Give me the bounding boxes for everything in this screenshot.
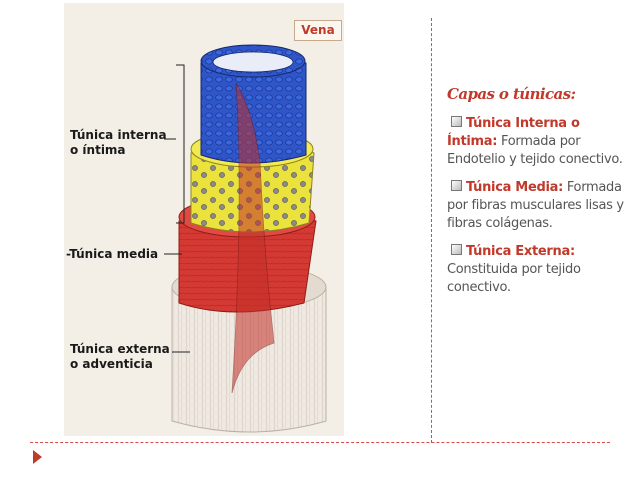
vertical-divider (431, 18, 432, 443)
tunica-intima-layer (200, 44, 307, 164)
item-desc: Formada por fibras musculares lisas y fi… (447, 180, 624, 231)
vessel-illustration: Vena (64, 3, 344, 436)
item-desc: Formada por Endotelio y tejido conectivo… (447, 134, 623, 167)
layer-item-interna: Túnica Interna o Íntima: Formada por End… (447, 115, 627, 169)
vessel-diagram (164, 44, 327, 433)
label-line: -Túnica media (66, 247, 159, 261)
layers-panel: Capas o túnicas: Túnica Interna o Íntima… (447, 85, 627, 307)
bullet-icon (451, 244, 462, 255)
label-line: o adventicia (70, 357, 153, 371)
layer-item-media: Túnica Media: Formada por fibras muscula… (447, 179, 627, 233)
item-term: Túnica Externa: (466, 244, 575, 259)
item-term: Túnica Media: (466, 180, 563, 195)
bullet-icon (451, 180, 462, 191)
label-tunica-externa: Túnica externa o adventicia (70, 342, 170, 372)
label-leaders (164, 64, 190, 353)
layer-item-externa: Túnica Externa: Constituida por tejido c… (447, 243, 627, 297)
label-tunica-interna: Túnica interna o íntima (70, 128, 167, 158)
vessel-title: Vena (294, 20, 342, 41)
label-tunica-media: -Túnica media (66, 247, 158, 262)
item-desc: Constituida por tejido conectivo. (447, 262, 581, 295)
horizontal-divider (30, 442, 610, 443)
next-slide-arrow-icon[interactable] (33, 450, 42, 464)
label-line: Túnica interna (70, 128, 167, 142)
item-term: Túnica Interna o Íntima: (447, 116, 580, 149)
label-line: Túnica externa (70, 342, 170, 356)
label-line: o íntima (70, 143, 126, 157)
cutaway-flap (231, 82, 275, 394)
bullet-icon (451, 116, 462, 127)
panel-title: Capas o túnicas: (447, 85, 576, 103)
